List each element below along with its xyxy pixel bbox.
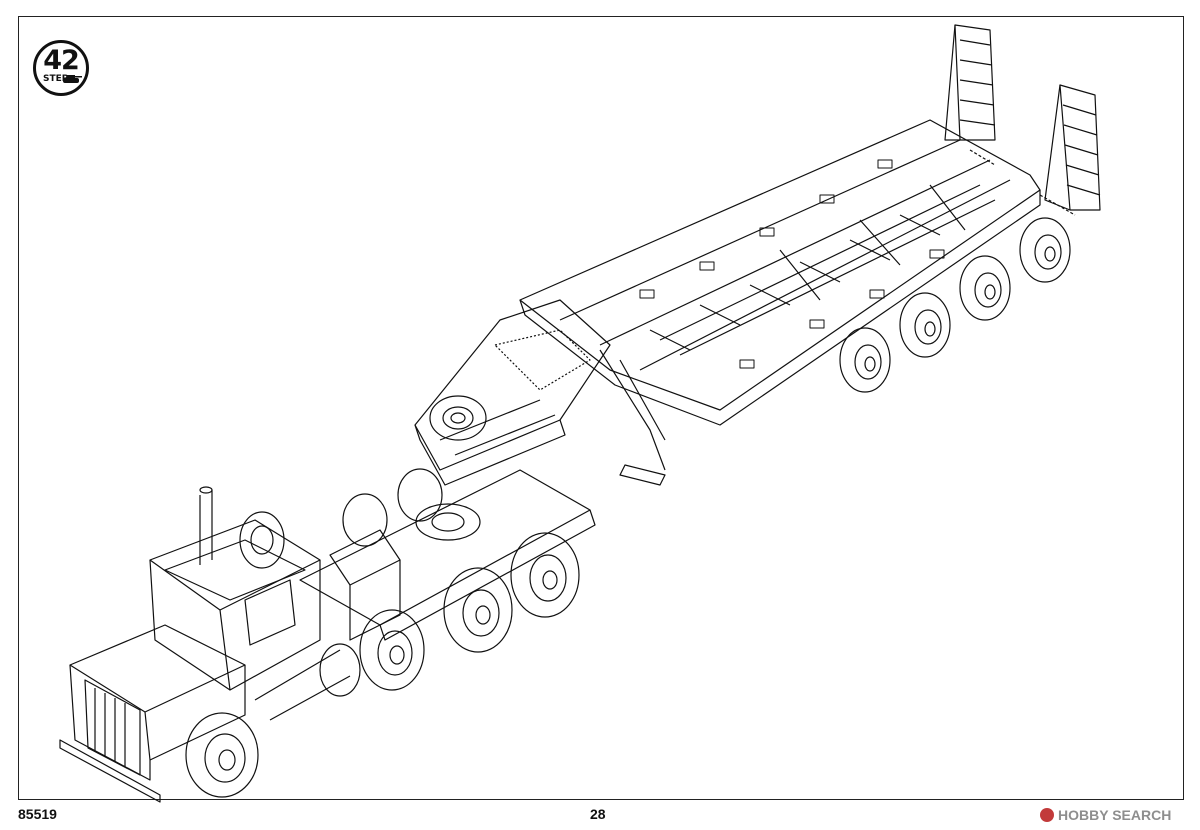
page-frame [18,16,1184,800]
watermark-text: HOBBY SEARCH [1058,807,1172,823]
step-label: STEP [43,74,69,84]
step-number: 42 [43,45,80,76]
step-badge: 42 STEP [33,40,89,96]
page-number: 28 [590,806,606,822]
product-code: 85519 [18,806,57,822]
hobby-search-logo-icon [1040,808,1054,822]
truck-drawing [59,468,596,803]
watermark: HOBBY SEARCH [1040,806,1171,824]
trailer-drawing [414,24,1101,486]
tank-icon [63,75,82,83]
